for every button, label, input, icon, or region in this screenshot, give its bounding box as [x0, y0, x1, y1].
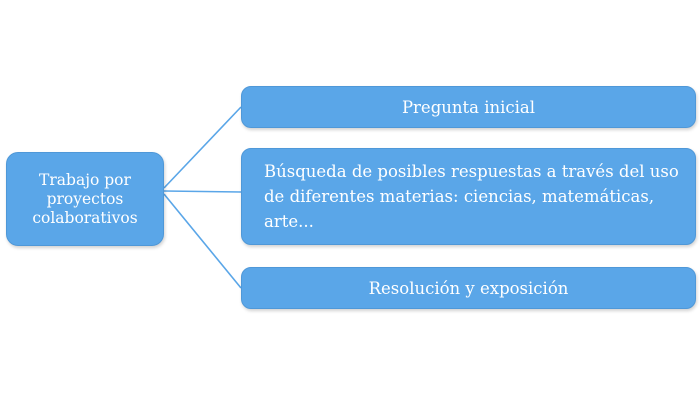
- child-node-busqueda: Búsqueda de posibles respuestas a través…: [241, 148, 696, 245]
- root-node: Trabajo por proyectos colaborativos: [6, 152, 164, 246]
- child-node-label: Pregunta inicial: [401, 97, 536, 117]
- child-node-label: Búsqueda de posibles respuestas a través…: [264, 162, 679, 231]
- connector-to-pregunta-inicial: [163, 106, 242, 189]
- connector-to-busqueda: [163, 190, 242, 193]
- connector-to-resolucion: [163, 193, 242, 289]
- child-node-resolucion: Resolución y exposición: [241, 267, 696, 309]
- child-node-label: Resolución y exposición: [368, 278, 569, 298]
- root-node-label: Trabajo por proyectos colaborativos: [32, 170, 138, 227]
- child-node-pregunta-inicial: Pregunta inicial: [241, 86, 696, 128]
